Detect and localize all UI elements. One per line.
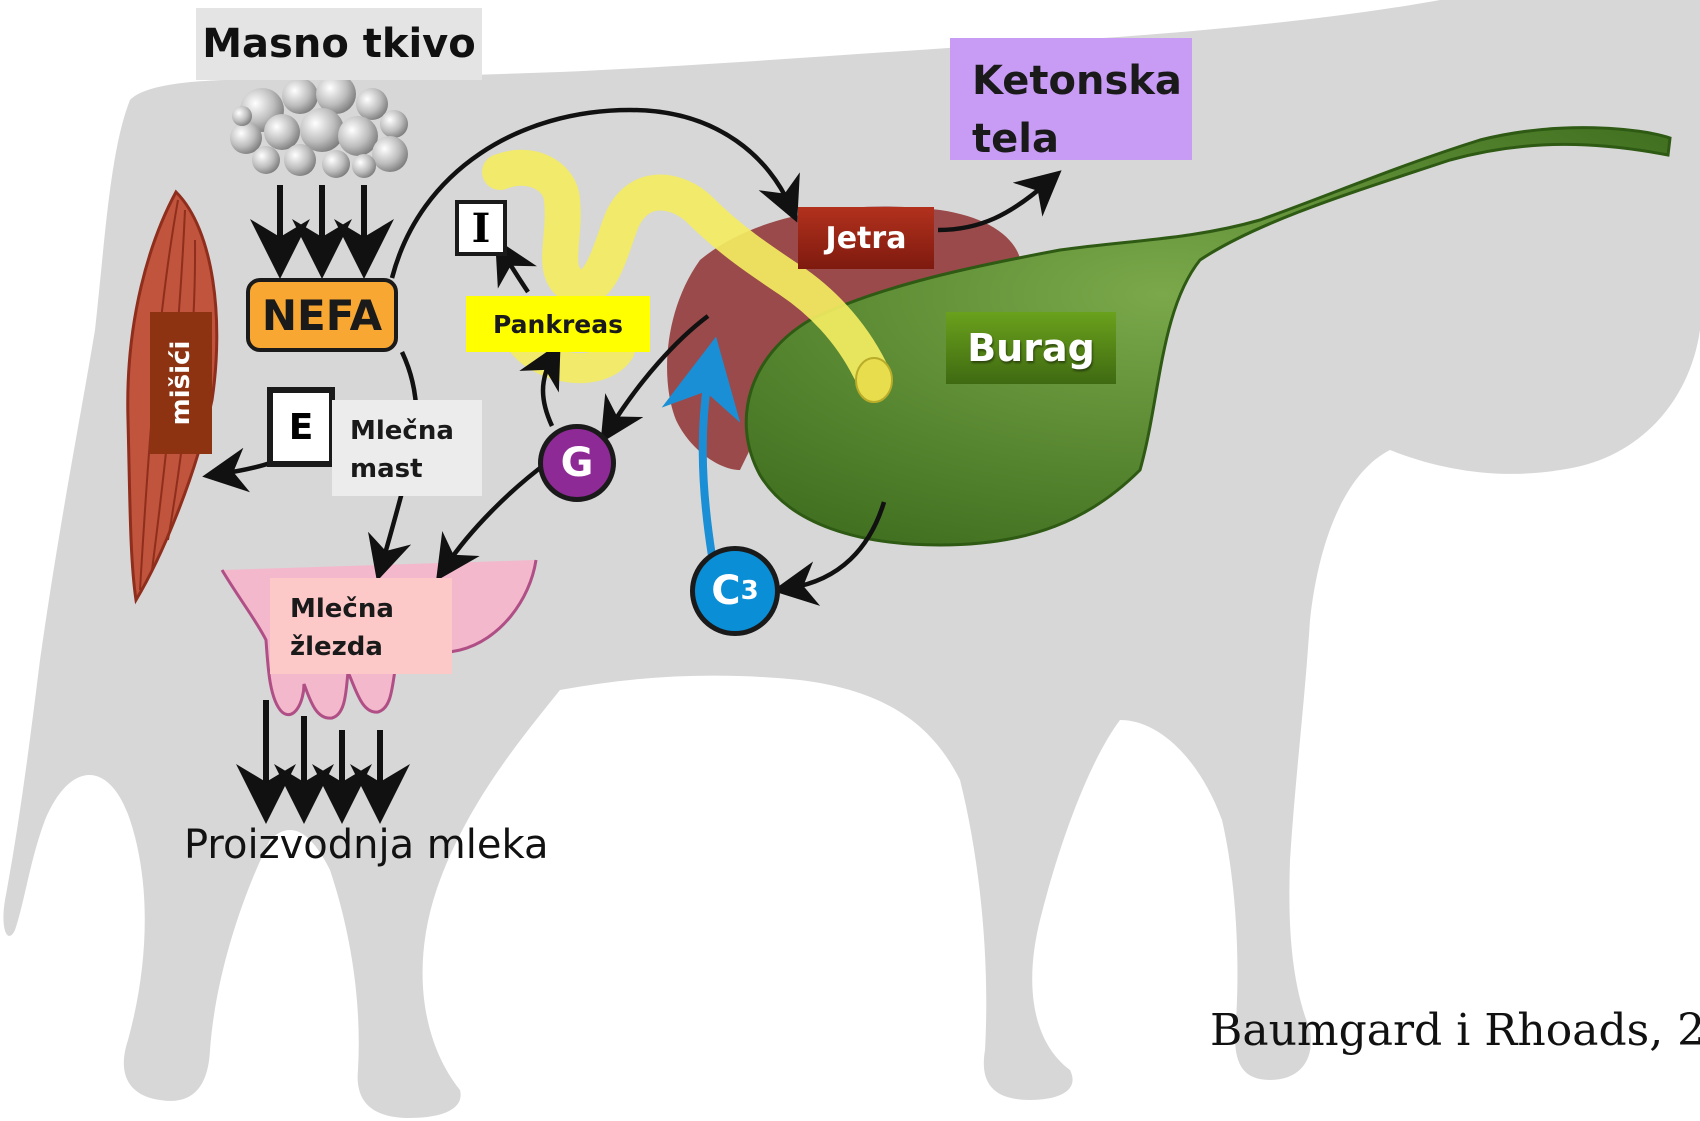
label-misici: mišići [166,341,196,426]
c3-main-text: C [711,568,740,614]
label-jetra: Jetra [798,207,934,269]
citation-text: Baumgard i Rhoads, 20 [1210,1005,1700,1056]
c3-subscript: 3 [741,576,759,606]
label-mlecna-mast: Mlečna mast [332,400,482,496]
label-e-box: E [267,387,335,467]
label-proizvodnja-mleka: Proizvodnja mleka [184,822,548,868]
label-ketonska-tela: Ketonska tela [950,38,1192,160]
label-pankreas: Pankreas [466,296,650,352]
label-i-box: I [455,200,507,256]
glucose-circle: G [538,424,616,502]
label-misici-box: mišići [150,312,212,454]
label-nefa: NEFA [246,278,398,352]
label-masno-tkivo: Masno tkivo [196,8,482,80]
label-mlecna-zlezda: Mlečna žlezda [270,578,452,674]
label-burag: Burag [946,312,1116,384]
